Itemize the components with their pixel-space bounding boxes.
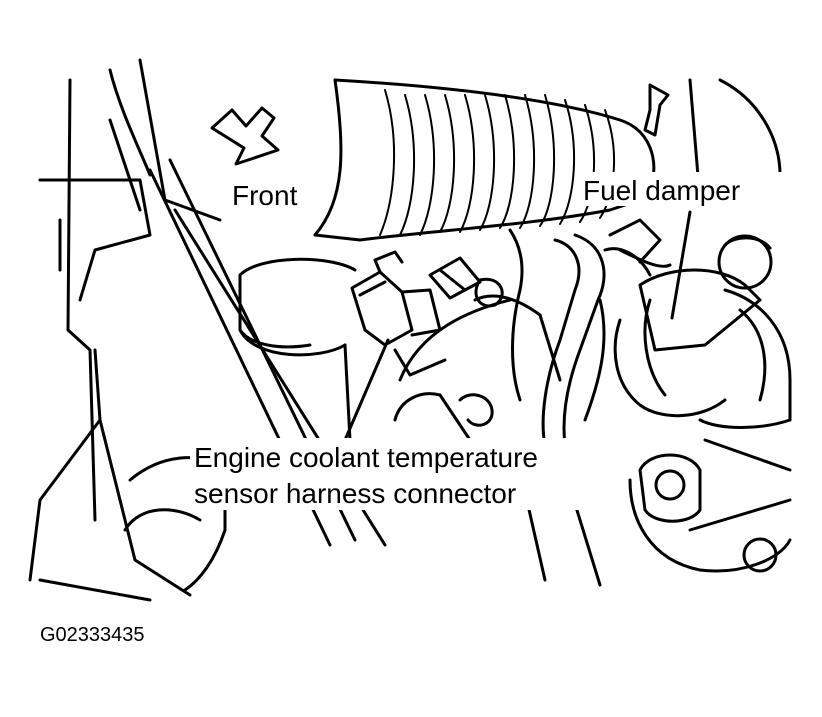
front-label-bg bbox=[228, 178, 318, 212]
leader-lines bbox=[343, 210, 692, 442]
ect-label-line2: sensor harness connector bbox=[194, 478, 516, 509]
fuel-damper-label: Fuel damper bbox=[583, 175, 740, 206]
front-label: Front bbox=[232, 180, 298, 211]
fuel-damper-leader-line bbox=[670, 210, 692, 320]
fuel-damper-label-bg bbox=[578, 172, 786, 206]
harness-clip bbox=[428, 256, 504, 308]
arrow-down-right-icon bbox=[210, 106, 280, 166]
figure-id: G02333435 bbox=[40, 624, 145, 646]
ect-sensor-connector bbox=[350, 250, 447, 377]
ect-label-line1: Engine coolant temperature bbox=[194, 442, 538, 473]
cylinder-housing bbox=[238, 257, 357, 442]
engine-block-center bbox=[393, 294, 606, 442]
ect-label-bg bbox=[190, 438, 622, 510]
ect-leader-line bbox=[343, 338, 390, 442]
intake-duct bbox=[313, 78, 656, 242]
fuel-damper bbox=[603, 218, 792, 429]
left-bracket-structure bbox=[28, 58, 222, 602]
fuel-line-hoses bbox=[508, 228, 606, 447]
